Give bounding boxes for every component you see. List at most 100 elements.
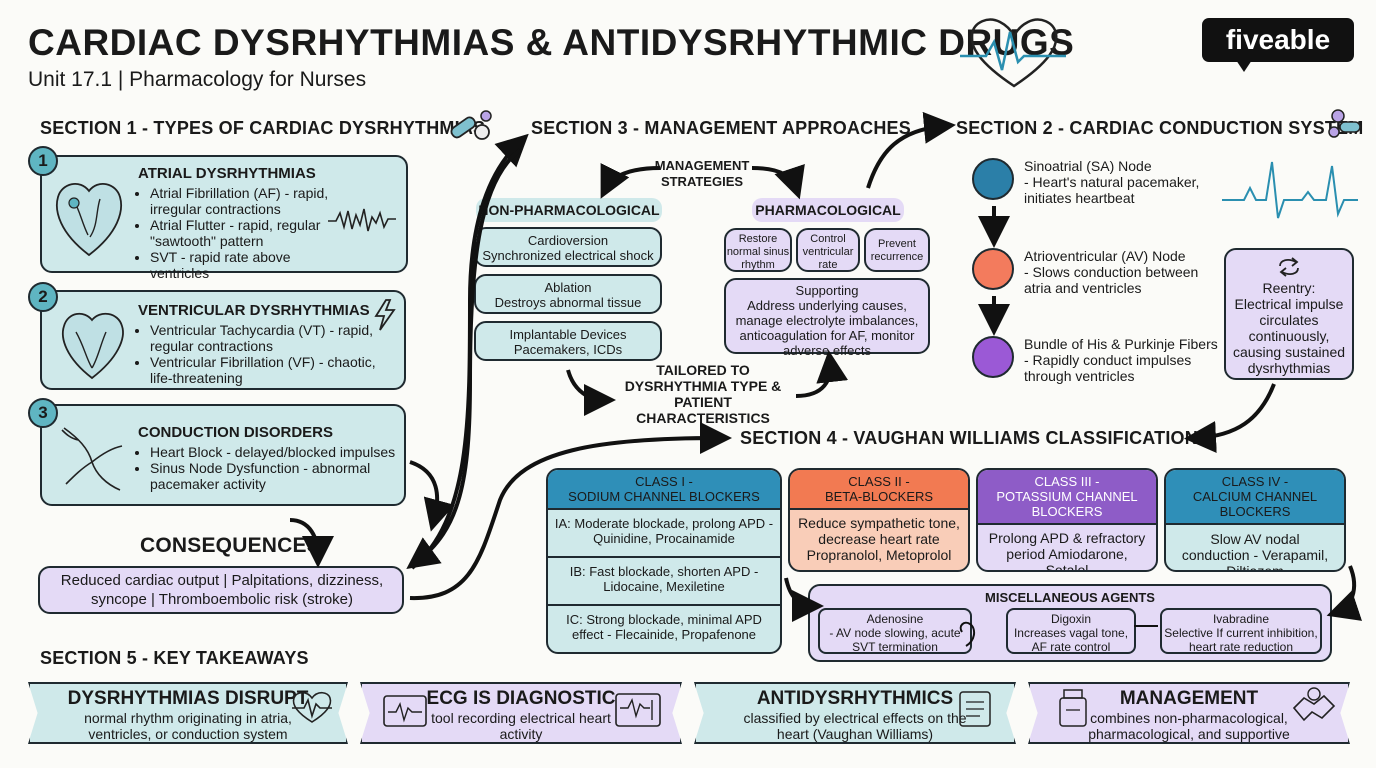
sa-node-circle: [972, 158, 1014, 200]
arrow-to-section2: [866, 111, 956, 189]
number-badge-1: 1: [28, 146, 58, 176]
arrow-reentry-section4: [1184, 383, 1276, 453]
goal-prevent: Prevent recurrence: [864, 228, 930, 272]
heart-anatomy-icon: [56, 183, 122, 257]
takeaway-body: normal rhythm originating in atria, vent…: [84, 710, 292, 742]
misc-name: Ivabradine: [1212, 612, 1270, 626]
section2-title: SECTION 2 - CARDIAC CONDUCTION SYSTEM: [956, 118, 1364, 138]
pills-icon: [450, 110, 492, 140]
misc-title: MISCELLANEOUS AGENTS: [985, 590, 1155, 605]
nonpharm-desc: Destroys abnormal tissue: [494, 295, 642, 310]
ecg-machine-icon: [615, 693, 661, 727]
handshake-icon: [1292, 687, 1336, 722]
section5-title: SECTION 5 - KEY TAKEAWAYS: [40, 648, 309, 668]
page-title: CARDIAC DYSRHYTHMIAS & ANTIDYSRHYTHMIC D…: [28, 22, 1075, 63]
bundle-his-text: Bundle of His & Purkinje Fibers - Rapidl…: [1024, 336, 1220, 384]
class1-row-ia: IA: Moderate blockade, prolong APD - Qui…: [548, 510, 780, 558]
misc-name: Adenosine: [866, 612, 924, 626]
reentry-box: Reentry: Electrical impulse circulates c…: [1224, 248, 1354, 380]
list-item: Atrial Fibrillation (AF) - rapid, irregu…: [150, 185, 340, 217]
class3-header: CLASS III - POTASSIUM CHANNEL BLOCKERS: [978, 470, 1156, 525]
misc-desc: Increases vagal tone, AF rate control: [1013, 626, 1129, 654]
supporting-title: Supporting: [795, 283, 859, 298]
nonpharm-title: NON-PHARMACOLOGICAL: [476, 198, 662, 222]
nonpharm-name: Cardioversion: [527, 233, 609, 248]
class1-header: CLASS I - SODIUM CHANNEL BLOCKERS: [548, 470, 780, 510]
section1-title: SECTION 1 - TYPES OF CARDIAC DYSRHYTHMIA…: [40, 118, 486, 138]
class4-header: CLASS IV - CALCIUM CHANNEL BLOCKERS: [1166, 470, 1344, 525]
arrow-tailored-in: [566, 369, 616, 416]
bundle-his-circle: [972, 336, 1014, 378]
takeaway-2: ECG IS DIAGNOSTIC tool recording electri…: [360, 682, 682, 744]
class-sub: POTASSIUM CHANNEL BLOCKERS: [996, 489, 1138, 519]
node-title: Atrioventricular (AV) Node: [1024, 248, 1186, 264]
class4-card: CLASS IV - CALCIUM CHANNEL BLOCKERS Slow…: [1164, 468, 1346, 572]
clipboard-icon: [959, 691, 991, 727]
misc-name: Digoxin: [1050, 612, 1092, 626]
card-title: CONDUCTION DISORDERS: [138, 424, 334, 441]
nonpharm-name: Ablation: [544, 280, 592, 295]
ivabradine-box: Ivabradine Selective If current inhibiti…: [1160, 608, 1322, 654]
ventricle-icon: [62, 312, 124, 380]
arrow-class4-misc: [1326, 565, 1363, 621]
cycle-arrows-icon: [1279, 257, 1299, 277]
goal-restore: Restore normal sinus rhythm: [724, 228, 792, 272]
takeaway-title: ECG IS DIAGNOSTIC: [426, 688, 616, 709]
node-title: Bundle of His & Purkinje Fibers: [1024, 336, 1218, 352]
class2-body: Reduce sympathetic tone, decrease heart …: [798, 515, 960, 563]
heart-monitor-icon: [292, 691, 332, 723]
takeaway-body: combines non-pharmacological, pharmacolo…: [1088, 710, 1290, 758]
management-strategies: MANAGEMENT STRATEGIES: [654, 158, 750, 189]
takeaway-body: classified by electrical effects on the …: [743, 710, 967, 742]
node-title: Sinoatrial (SA) Node: [1024, 158, 1152, 174]
goal-control: Control ventricular rate: [796, 228, 860, 272]
list-item: SVT - rapid rate above ventricles: [150, 249, 340, 281]
class3-card: CLASS III - POTASSIUM CHANNEL BLOCKERS P…: [976, 468, 1158, 572]
class1-card: CLASS I - SODIUM CHANNEL BLOCKERS IA: Mo…: [546, 468, 782, 654]
pharm-title: PHARMACOLOGICAL: [752, 198, 904, 222]
takeaway-title: DYSRHYTHMIAS DISRUPT: [67, 688, 309, 709]
takeaway-3: ANTIDYSRHYTHMICS classified by electrica…: [694, 682, 1016, 744]
fiveable-logo[interactable]: fiveable: [1202, 18, 1354, 62]
list-item: Heart Block - delayed/blocked impulses: [150, 444, 400, 460]
arrow-consequences: [289, 518, 334, 568]
list-item: Sinus Node Dysfunction - abnormal pacema…: [150, 460, 400, 492]
nonpharm-desc: Pacemakers, ICDs: [513, 342, 623, 357]
section4-title: SECTION 4 - VAUGHAN WILLIAMS CLASSIFICAT…: [740, 428, 1198, 448]
atrial-dysrhythmias-card: ATRIAL DYSRHYTHMIAS Atrial Fibrillation …: [40, 155, 408, 281]
class1-row-ic: IC: Strong blockade, minimal APD effect …: [566, 612, 762, 642]
conduction-disorders-card: CONDUCTION DISORDERS Heart Block - delay…: [40, 404, 406, 506]
reentry-desc: Electrical impulse circulates continuous…: [1232, 296, 1346, 376]
sa-node-text: Sinoatrial (SA) Node - Heart's natural p…: [1024, 158, 1204, 206]
arrow-strategies-right: [751, 163, 805, 200]
class-sub: BETA-BLOCKERS: [824, 489, 934, 504]
nonpharm-name: Implantable Devices: [509, 327, 627, 342]
class4-body: Slow AV nodal conduction - Verapamil, Di…: [1181, 531, 1329, 572]
node-desc: - Rapidly conduct impulses through ventr…: [1024, 352, 1192, 384]
takeaway-1: DYSRHYTHMIAS DISRUPT normal rhythm origi…: [28, 682, 348, 744]
misc-desc: Selective If current inhibition, heart r…: [1164, 626, 1318, 654]
class-sub: CALCIUM CHANNEL BLOCKERS: [1192, 489, 1318, 519]
tailored-text: TAILORED TO DYSRHYTHMIA TYPE & PATIENT C…: [624, 362, 782, 426]
consequences-title: CONSEQUENCES: [140, 534, 321, 557]
heart-ecg-icon: [960, 18, 1066, 88]
card-title: ATRIAL DYSRHYTHMIAS: [138, 165, 316, 182]
ablation-box: Ablation Destroys abnormal tissue: [474, 274, 662, 314]
class-name: CLASS III -: [1034, 474, 1100, 489]
card-title: VENTRICULAR DYSRHYTHMIAS: [138, 302, 370, 319]
arrow-to-section3: [410, 133, 529, 570]
takeaway-body: tool recording electrical heart activity: [431, 710, 611, 742]
arrow-to-section4: [409, 422, 732, 601]
ecg-trace-icon: [1222, 161, 1358, 219]
node-desc: - Slows conduction between atria and ven…: [1024, 264, 1199, 296]
class-name: CLASS I -: [635, 474, 693, 489]
arrow-card3-down: [409, 460, 455, 532]
arrow-strategies-left: [600, 162, 661, 199]
arrow-tailored-out: [795, 350, 849, 398]
node-desc: - Heart's natural pacemaker, initiates h…: [1024, 174, 1200, 206]
list-item: Atrial Flutter - rapid, regular "sawtoot…: [150, 217, 340, 249]
takeaway-title: ANTIDYSRHYTHMICS: [756, 688, 954, 709]
fibrillation-wave-icon: [328, 208, 396, 232]
arrow-class1-misc: [784, 577, 824, 622]
